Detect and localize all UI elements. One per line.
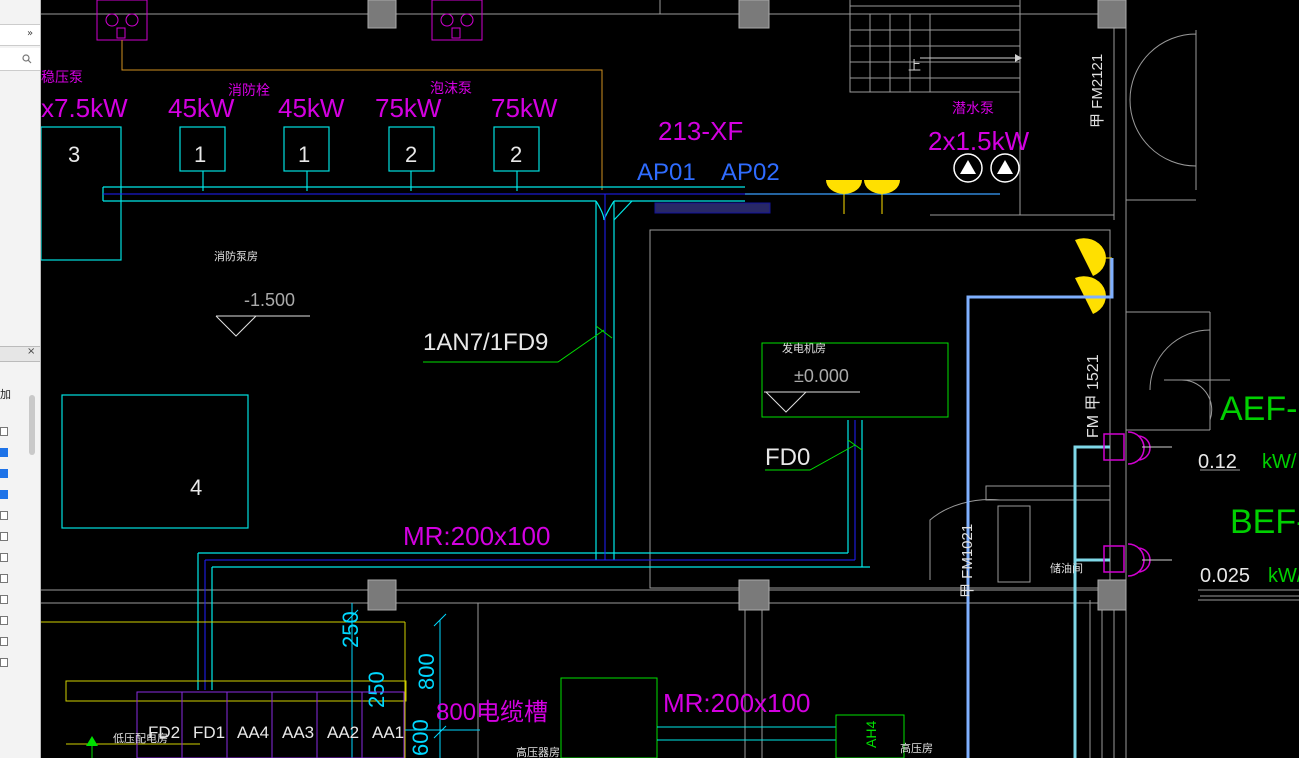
panel-checkbox[interactable] bbox=[0, 595, 8, 604]
level-symbol-gen bbox=[764, 391, 860, 413]
panel-dropdown[interactable] bbox=[0, 24, 40, 46]
label-ap01: AP01 bbox=[637, 159, 696, 186]
panel-label-3: AA3 bbox=[282, 723, 314, 742]
panel-checkbox[interactable] bbox=[0, 658, 8, 667]
panel-label-0: FD2 bbox=[148, 723, 180, 742]
sump-pump-power: 2x1.5kW bbox=[928, 126, 1030, 156]
panel-label-2: AA4 bbox=[237, 723, 269, 742]
pump-name-4: 泡沫泵 bbox=[430, 80, 472, 96]
switchgear-panels bbox=[136, 691, 405, 758]
hv-room-box bbox=[560, 677, 658, 758]
ah4-cabinet bbox=[835, 714, 905, 758]
pump-number-1b: 1 bbox=[298, 142, 310, 167]
dim-250-bottom: 250 bbox=[364, 671, 389, 708]
panel-checkbox[interactable] bbox=[0, 469, 8, 478]
pump-power-3: 45kW bbox=[278, 93, 345, 123]
sump-pump-name: 潜水泵 bbox=[952, 100, 994, 116]
door-label-fm1521: FM 甲 1521 bbox=[1085, 354, 1102, 438]
yellow-light-fixtures bbox=[826, 180, 1112, 314]
cable-label-1: 1AN7/1FD9 bbox=[423, 329, 548, 356]
panel-checkbox[interactable] bbox=[0, 490, 8, 499]
fan-label-bef: BEF- bbox=[1230, 503, 1299, 541]
trench-label: 800电缆槽 bbox=[436, 699, 548, 726]
pump-name-1: 稳压泵 bbox=[41, 69, 83, 85]
panel-label: 加 bbox=[0, 388, 11, 401]
panel-checkbox[interactable] bbox=[0, 616, 8, 625]
panel-label-5: AA1 bbox=[372, 723, 404, 742]
panel-checkbox[interactable] bbox=[0, 448, 8, 457]
pump-power-4: 75kW bbox=[375, 93, 442, 123]
room-label-oil: 储油间 bbox=[1050, 561, 1083, 575]
panel-checkbox[interactable] bbox=[0, 511, 8, 520]
panel-scrollbar[interactable] bbox=[29, 395, 35, 455]
leader-cable-2 bbox=[765, 439, 863, 471]
sump-pump-symbols bbox=[953, 153, 1020, 183]
top-fan-units bbox=[96, 0, 483, 41]
exhaust-fans bbox=[1103, 431, 1151, 577]
room-label-gen: 发电机房 bbox=[782, 341, 826, 355]
pump-power-2: 45kW bbox=[168, 93, 235, 123]
pump-number-3: 3 bbox=[68, 142, 80, 167]
room-label-pump: 消防泵房 bbox=[214, 249, 258, 263]
green-arrow-symbol bbox=[86, 736, 98, 758]
panel-header bbox=[0, 346, 40, 362]
room-label-3: 高压房 bbox=[900, 741, 933, 755]
door-label-fm1021: 甲 FM1021 bbox=[959, 524, 976, 598]
pump-name-2: 消防栓 bbox=[228, 82, 270, 98]
panel-label-4: AA2 bbox=[327, 723, 359, 742]
level-symbol-pump bbox=[215, 315, 310, 337]
collapse-icon[interactable]: » bbox=[27, 28, 34, 39]
dim-600: 600 bbox=[408, 719, 433, 756]
search-icon[interactable] bbox=[22, 54, 32, 64]
drawing-canvas[interactable]: 上 bbox=[41, 0, 1299, 758]
label-213xf: 213-XF bbox=[658, 116, 743, 146]
pump-power-5: 75kW bbox=[491, 93, 558, 123]
stair-up-label: 上 bbox=[908, 58, 921, 73]
close-icon[interactable]: × bbox=[27, 346, 36, 357]
ah4-label: AH4 bbox=[863, 721, 879, 748]
door-label-fm2121: 甲 FM2121 bbox=[1089, 54, 1106, 128]
columns bbox=[367, 0, 1127, 611]
box-number-4: 4 bbox=[190, 475, 202, 500]
generator-box bbox=[761, 342, 949, 418]
dim-800: 800 bbox=[414, 653, 439, 690]
pump-number-1a: 1 bbox=[194, 142, 206, 167]
fan-label-aef: AEF- bbox=[1220, 390, 1297, 428]
fan-unit-aef: kW/ bbox=[1262, 451, 1297, 473]
panel-checkbox[interactable] bbox=[0, 427, 8, 436]
pump-power-1: x7.5kW bbox=[41, 93, 128, 123]
panel-checkbox[interactable] bbox=[0, 553, 8, 562]
level-label-gen: ±0.000 bbox=[794, 366, 849, 386]
dimension-lines bbox=[345, 603, 480, 758]
label-ap02: AP02 bbox=[721, 159, 780, 186]
cable-tray-inner bbox=[103, 193, 856, 690]
panel-search-input[interactable] bbox=[0, 48, 40, 71]
cable-tray-bottom bbox=[657, 726, 836, 741]
fan-unit-bef: kW/ bbox=[1268, 565, 1299, 587]
tray-label-1: MR:200x100 bbox=[403, 521, 550, 551]
leader-cable-1 bbox=[423, 325, 613, 363]
panel-checkbox[interactable] bbox=[0, 574, 8, 583]
wall-lines bbox=[41, 0, 1299, 758]
stair-up-arrow bbox=[920, 54, 1022, 62]
room-label-lv: 低压配电房 bbox=[113, 732, 168, 745]
pump-number-2a: 2 bbox=[405, 142, 417, 167]
fan-value-bef: 0.025 bbox=[1200, 565, 1250, 587]
panel-checkbox[interactable] bbox=[0, 532, 8, 541]
panel-checkbox[interactable] bbox=[0, 637, 8, 646]
dim-250-top: 250 bbox=[338, 611, 363, 648]
cable-label-2: FD0 bbox=[765, 444, 810, 471]
top-orange-wire bbox=[121, 40, 603, 190]
panel-label-1: FD1 bbox=[193, 723, 225, 742]
fan-value-aef: 0.12 bbox=[1198, 451, 1237, 473]
left-side-panel: » × 加 bbox=[0, 0, 41, 758]
riser-lines bbox=[966, 258, 1114, 758]
level-label-pump: -1.500 bbox=[244, 290, 295, 310]
tray-label-2: MR:200x100 bbox=[663, 688, 810, 718]
room-label-hv: 高压器房 bbox=[516, 745, 560, 758]
pump-number-2b: 2 bbox=[510, 142, 522, 167]
